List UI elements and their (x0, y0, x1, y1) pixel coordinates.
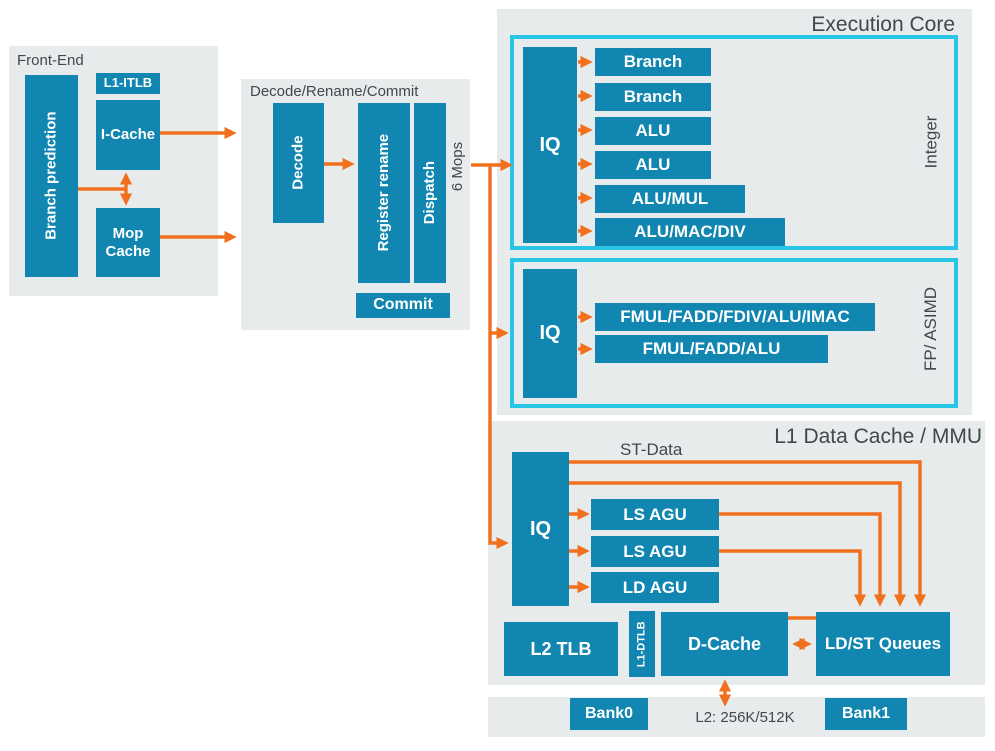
ls-agu-0-box: LS AGU (591, 499, 719, 530)
lsu-iq-box: IQ (512, 452, 569, 606)
ld-agu-box: LD AGU (591, 572, 719, 603)
frontend-title: Front-End (17, 52, 84, 69)
exec-unit-branch-1: Branch (595, 83, 711, 111)
commit-box: Commit (356, 293, 450, 318)
load-store-title: L1 Data Cache / MMU (774, 425, 982, 448)
decode-box: Decode (273, 103, 324, 223)
fp-cluster-outline (510, 258, 958, 408)
bank1-box: Bank1 (825, 698, 907, 730)
icache-box: I-Cache (96, 100, 160, 170)
l2-tlb-box: L2 TLB (504, 622, 618, 676)
mop-cache-box: Mop Cache (96, 208, 160, 277)
l2-size-label: L2: 256K/512K (695, 709, 795, 726)
branch-prediction-box: Branch prediction (25, 75, 78, 277)
exec-unit-alu-mac-div: ALU/MAC/DIV (595, 218, 785, 246)
exec-unit-branch-0: Branch (595, 48, 711, 76)
integer-group-label: Integer (921, 115, 940, 169)
fp-group-label: FP/ ASIMD (921, 286, 941, 372)
decode-title: Decode/Rename/Commit (250, 83, 419, 100)
integer-iq-box: IQ (523, 47, 577, 243)
dcache-box: D-Cache (661, 612, 788, 676)
ls-agu-1-box: LS AGU (591, 536, 719, 567)
dispatch-box: Dispatch (414, 103, 446, 283)
fp-unit-1: FMUL/FADD/ALU (595, 335, 828, 363)
exec-unit-alu-0: ALU (595, 117, 711, 145)
l1-dtlb-box: L1-DTLB (629, 611, 655, 677)
l1-itlb-box: L1-ITLB (96, 73, 160, 94)
register-rename-box: Register rename (358, 103, 410, 283)
integer-cluster-outline (510, 35, 958, 250)
fp-unit-0: FMUL/FADD/FDIV/ALU/IMAC (595, 303, 875, 331)
fp-iq-box: IQ (523, 269, 577, 398)
ldst-queues-box: LD/ST Queues (816, 612, 950, 676)
bank0-box: Bank0 (570, 698, 648, 730)
exec-unit-alu-mul: ALU/MUL (595, 185, 745, 213)
execution-core-title: Execution Core (811, 13, 955, 36)
exec-unit-alu-1: ALU (595, 151, 711, 179)
st-data-label: ST-Data (620, 440, 683, 459)
six-mops-label: 6 Mops (449, 141, 467, 191)
